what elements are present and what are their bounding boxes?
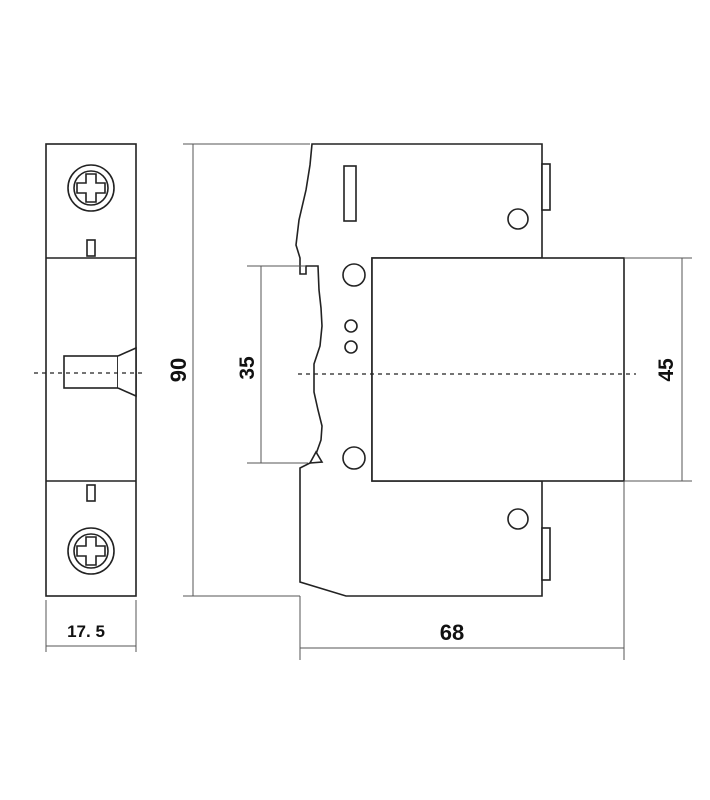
front-face xyxy=(371,257,625,482)
bottom-indicator-slot xyxy=(86,484,96,502)
switch-lever-icon xyxy=(63,346,137,398)
front-height-dimension: 45 xyxy=(624,257,692,482)
rail-latch xyxy=(308,450,324,464)
height-dimension: 90 xyxy=(166,143,310,597)
width-dimension-label: 17. 5 xyxy=(67,622,105,641)
side-view xyxy=(295,143,636,597)
upper-clip xyxy=(541,163,551,211)
front-height-dimension-label: 45 xyxy=(655,358,678,382)
top-indicator-slot xyxy=(86,239,96,257)
front-view: 17. 5 xyxy=(34,143,146,652)
lower-clip xyxy=(541,527,551,581)
upper-right-hole xyxy=(507,208,529,230)
lower-right-hole xyxy=(507,508,529,530)
led-indicator-top xyxy=(344,319,358,333)
lower-terminal-hole xyxy=(342,446,366,470)
rail-dimension: 35 xyxy=(236,265,308,464)
rail-dimension-label: 35 xyxy=(236,356,259,380)
upper-terminal-hole xyxy=(342,263,366,287)
height-dimension-label: 90 xyxy=(166,358,191,382)
label-window xyxy=(343,165,357,222)
bottom-terminal-screw-icon xyxy=(67,527,115,575)
top-terminal-screw-icon xyxy=(67,164,115,212)
depth-dimension: 68 xyxy=(299,481,625,660)
led-indicator-bottom xyxy=(344,340,358,354)
depth-dimension-label: 68 xyxy=(440,620,464,645)
